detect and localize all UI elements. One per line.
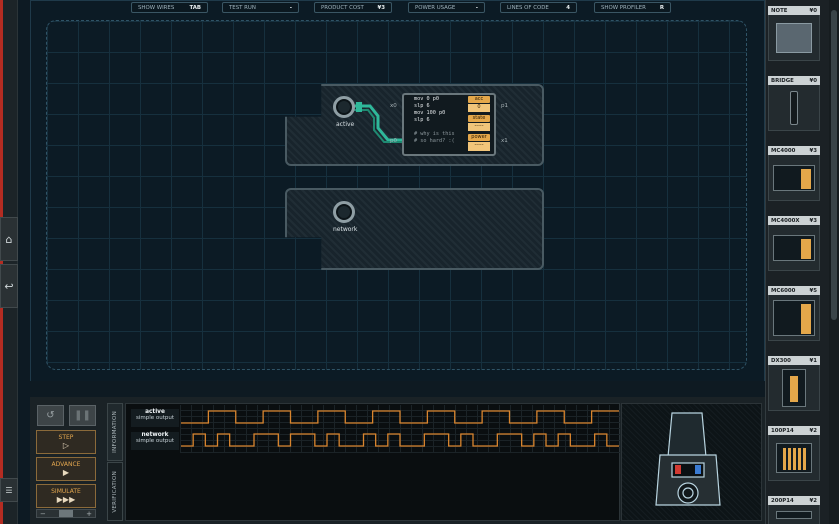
200p14-icon	[776, 510, 812, 519]
step-button[interactable]: STEP▷	[36, 430, 96, 454]
speed-slider-thumb[interactable]	[59, 510, 73, 517]
wire-trace	[352, 102, 404, 143]
simulate-button[interactable]: SIMULATE▶▶▶	[36, 484, 96, 508]
part-dx300[interactable]: DX300¥1	[768, 356, 820, 411]
menu-icon: ☰	[5, 485, 13, 495]
reg-acc-value: 0	[468, 104, 490, 112]
tab-information[interactable]: INFORMATION	[107, 403, 123, 461]
reg-state-label: state	[468, 115, 490, 122]
tab-verification[interactable]: VERIFICATION	[107, 462, 123, 521]
parts-scrollbar-thumb[interactable]	[831, 10, 837, 320]
port-x0: x0	[390, 103, 397, 109]
dx300-icon	[782, 368, 806, 407]
100p14-icon	[776, 442, 812, 473]
part-200p14[interactable]: 200P14¥2	[768, 496, 820, 524]
advance-button[interactable]: ADVANCE▶	[36, 457, 96, 481]
mc4000-icon	[773, 164, 815, 191]
step-icon: ▷	[62, 441, 70, 450]
test-run-stat: TEST RUN-	[222, 2, 299, 13]
advance-icon: ▶	[62, 468, 70, 477]
security-camera-model	[655, 412, 721, 506]
reg-power-value: -----	[468, 142, 490, 151]
waveform-plot	[181, 410, 619, 447]
port-p1: p1	[501, 103, 508, 109]
pcb-board-2[interactable]	[285, 188, 544, 270]
pause-icon: ❚❚	[74, 410, 91, 421]
note-icon	[776, 22, 812, 53]
waveform-active	[181, 410, 619, 424]
undo-button[interactable]: ↺	[37, 405, 64, 426]
reg-state-value: -----	[468, 123, 490, 131]
undo-icon: ↺	[46, 410, 55, 421]
pause-button[interactable]: ❚❚	[69, 405, 96, 426]
mc4000x-icon	[773, 234, 815, 261]
part-mc6000[interactable]: MC6000¥5	[768, 286, 820, 341]
speed-slider[interactable]: − +	[36, 509, 96, 518]
pin-network[interactable]	[333, 201, 355, 223]
home-button[interactable]: ⌂	[0, 217, 18, 261]
reg-power-label: power	[468, 134, 490, 141]
chip-code[interactable]: mov 0 p0 slp 6 mov 100 p0 slp 6 # why is…	[414, 96, 455, 144]
part-note[interactable]: NOTE¥0	[768, 6, 820, 61]
home-icon: ⌂	[5, 232, 13, 246]
product-cost-stat: PRODUCT COST¥3	[314, 2, 392, 13]
reg-acc-label: acc	[468, 96, 490, 103]
edge-accent	[0, 0, 3, 524]
pin-network-label: network	[333, 226, 358, 233]
port-x1: x1	[501, 138, 508, 144]
waveform-network	[181, 433, 619, 447]
port-p0: p0	[390, 138, 397, 144]
part-mc4000[interactable]: MC4000¥3	[768, 146, 820, 201]
power-usage-stat: POWER USAGE-	[408, 2, 485, 13]
back-icon: ↩	[4, 279, 14, 293]
back-button[interactable]: ↩	[0, 264, 18, 308]
part-100p14[interactable]: 100P14¥2	[768, 426, 820, 481]
menu-button[interactable]: ☰	[0, 478, 18, 502]
bridge-icon	[790, 90, 798, 125]
pin-active[interactable]	[333, 96, 355, 118]
simulate-icon: ▶▶▶	[56, 495, 76, 504]
status-bar	[30, 381, 765, 397]
parts-scrollbar[interactable]	[829, 0, 839, 524]
part-bridge[interactable]: BRIDGE¥0	[768, 76, 820, 131]
pin-active-label: active	[336, 121, 355, 128]
part-mc4000x[interactable]: MC4000X¥3	[768, 216, 820, 271]
mc6000-icon	[773, 299, 815, 336]
left-edge-bar: ⌂ ↩ ☰	[0, 0, 18, 524]
